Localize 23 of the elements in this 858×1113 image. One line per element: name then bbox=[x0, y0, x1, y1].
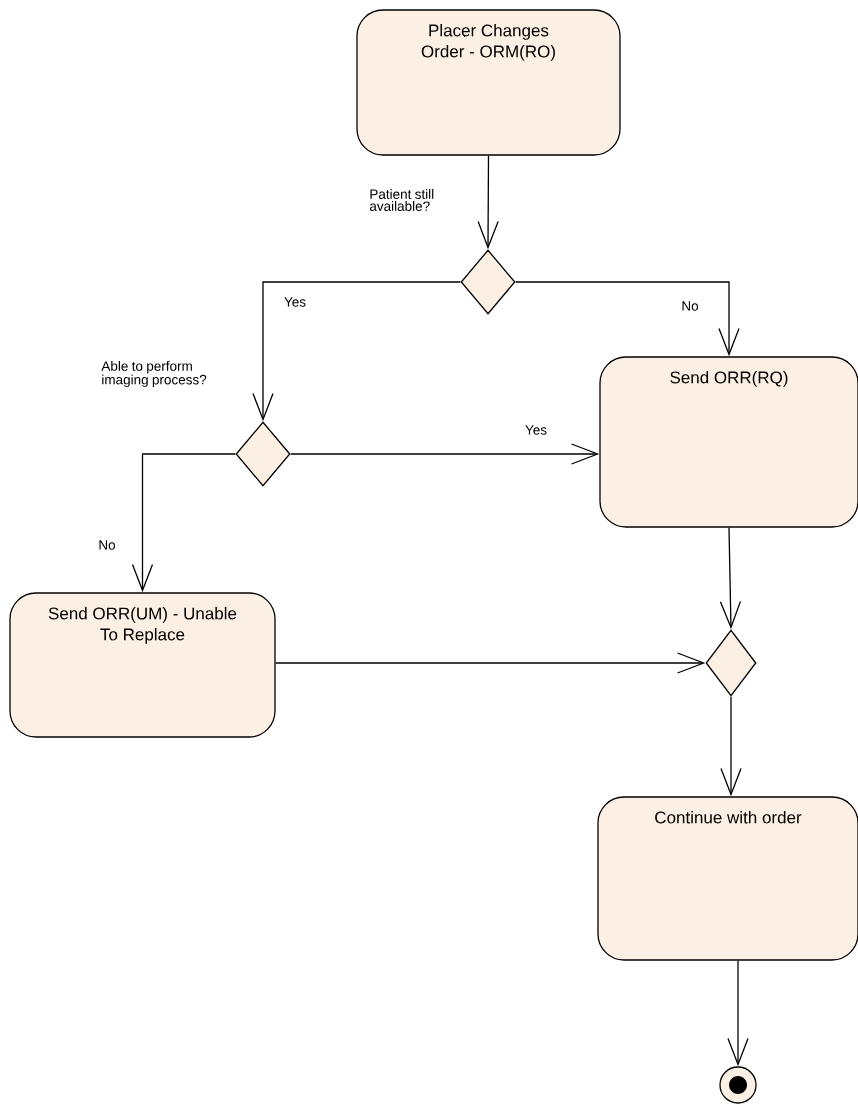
edge-label: Yes bbox=[524, 424, 548, 436]
edge-label: No bbox=[680, 300, 700, 312]
arrow bbox=[252, 281, 461, 422]
guard-label: Able to perform imaging process? bbox=[101, 360, 207, 388]
decision-diamond bbox=[705, 629, 757, 697]
arrow bbox=[290, 443, 600, 465]
edge-label: No bbox=[97, 539, 117, 551]
action-box: Continue with order bbox=[597, 796, 858, 961]
arrow bbox=[275, 652, 706, 674]
arrow bbox=[477, 155, 499, 250]
final-node bbox=[719, 1066, 757, 1104]
action-box: Placer Changes Order - ORM(RO) bbox=[356, 9, 621, 156]
guard-label: Patient still available? bbox=[369, 189, 434, 211]
arrow bbox=[720, 696, 742, 797]
arrow bbox=[719, 527, 742, 630]
decision-diamond bbox=[235, 421, 291, 487]
arrow bbox=[131, 453, 236, 593]
action-box: Send ORR(RQ) bbox=[599, 356, 858, 528]
edge-label: Yes bbox=[283, 296, 307, 308]
arrow bbox=[727, 960, 749, 1067]
arrow bbox=[515, 281, 740, 357]
action-box: Send ORR(UM) - Unable To Replace bbox=[9, 592, 276, 738]
decision-diamond bbox=[460, 249, 516, 315]
